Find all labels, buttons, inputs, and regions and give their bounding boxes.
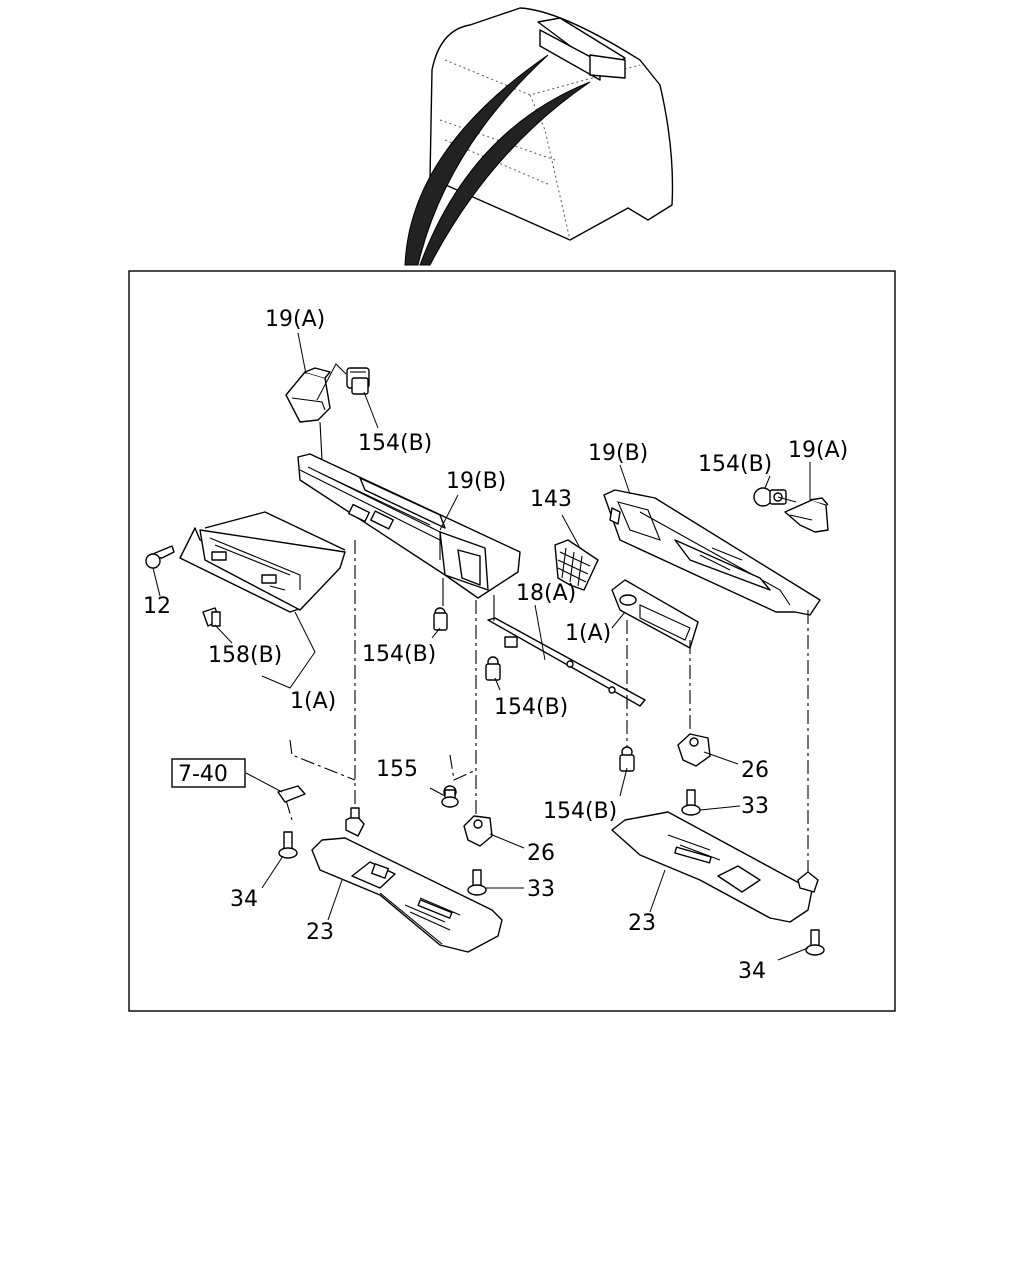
callout-154b-left-mid: 154(B) — [362, 642, 436, 667]
screw-33-right — [681, 789, 701, 816]
callout-23-left: 23 — [306, 920, 334, 945]
callout-26-left: 26 — [527, 841, 555, 866]
callout-19a-right: 19(A) — [788, 438, 848, 463]
callout-12: 12 — [143, 594, 171, 619]
callout-19b-right: 19(B) — [588, 441, 648, 466]
screw-12 — [145, 545, 175, 569]
callout-155: 155 — [376, 757, 418, 782]
callout-1a-right: 1(A) — [565, 621, 611, 646]
screw-33-left — [467, 869, 487, 896]
callout-34-right: 34 — [738, 959, 766, 984]
callout-18a: 18(A) — [516, 581, 576, 606]
callout-23-right: 23 — [628, 911, 656, 936]
bracket-26-left — [463, 815, 493, 847]
callout-154b-top-left: 154(B) — [358, 431, 432, 456]
callout-154b-strip: 154(B) — [494, 695, 568, 720]
left-console — [179, 453, 521, 613]
visor-23-right — [611, 811, 813, 923]
callout-143: 143 — [530, 487, 572, 512]
nut-154b-right-low — [619, 746, 635, 772]
visor-23-left — [311, 837, 503, 953]
bracket-19a-right — [784, 497, 829, 533]
bracket-26-right — [677, 733, 711, 767]
nut-154b-left-mid — [433, 578, 448, 631]
callout-158b: 158(B) — [208, 643, 282, 668]
screw-155 — [441, 785, 459, 808]
screw-34-left — [278, 831, 298, 859]
callout-154b-right-low: 154(B) — [543, 799, 617, 824]
callout-33-left: 33 — [527, 877, 555, 902]
nut-154b-top-left — [346, 367, 370, 395]
assembly-lines — [285, 540, 809, 875]
right-console — [603, 489, 821, 649]
strip-18a — [487, 595, 646, 708]
callout-33-right: 33 — [741, 794, 769, 819]
callout-26-right: 26 — [741, 758, 769, 783]
reference-7-40: 7-40 — [178, 762, 228, 787]
reference-box-7-40 — [171, 758, 246, 788]
nut-154b-top-right — [753, 487, 797, 507]
callout-labels: 19(A) 154(B) 19(B) 12 158(B) 1(A) 154(B)… — [143, 307, 848, 984]
clip-158b — [202, 607, 221, 627]
plate-7-40 — [277, 785, 306, 803]
detail-frame — [128, 270, 896, 1012]
callout-34-left: 34 — [230, 887, 258, 912]
callout-154b-top-right: 154(B) — [698, 452, 772, 477]
bracket-19a-left — [285, 363, 347, 461]
callout-19b-left: 19(B) — [446, 469, 506, 494]
leader-lines — [152, 332, 811, 961]
clip-right — [797, 871, 819, 893]
clip-left — [345, 807, 365, 837]
screw-34-right — [805, 929, 825, 956]
grille-143 — [554, 539, 599, 591]
callout-1a-left: 1(A) — [290, 689, 336, 714]
callout-19a-left: 19(A) — [265, 307, 325, 332]
nut-154b-strip — [485, 656, 501, 681]
cab-overview — [404, 7, 674, 266]
